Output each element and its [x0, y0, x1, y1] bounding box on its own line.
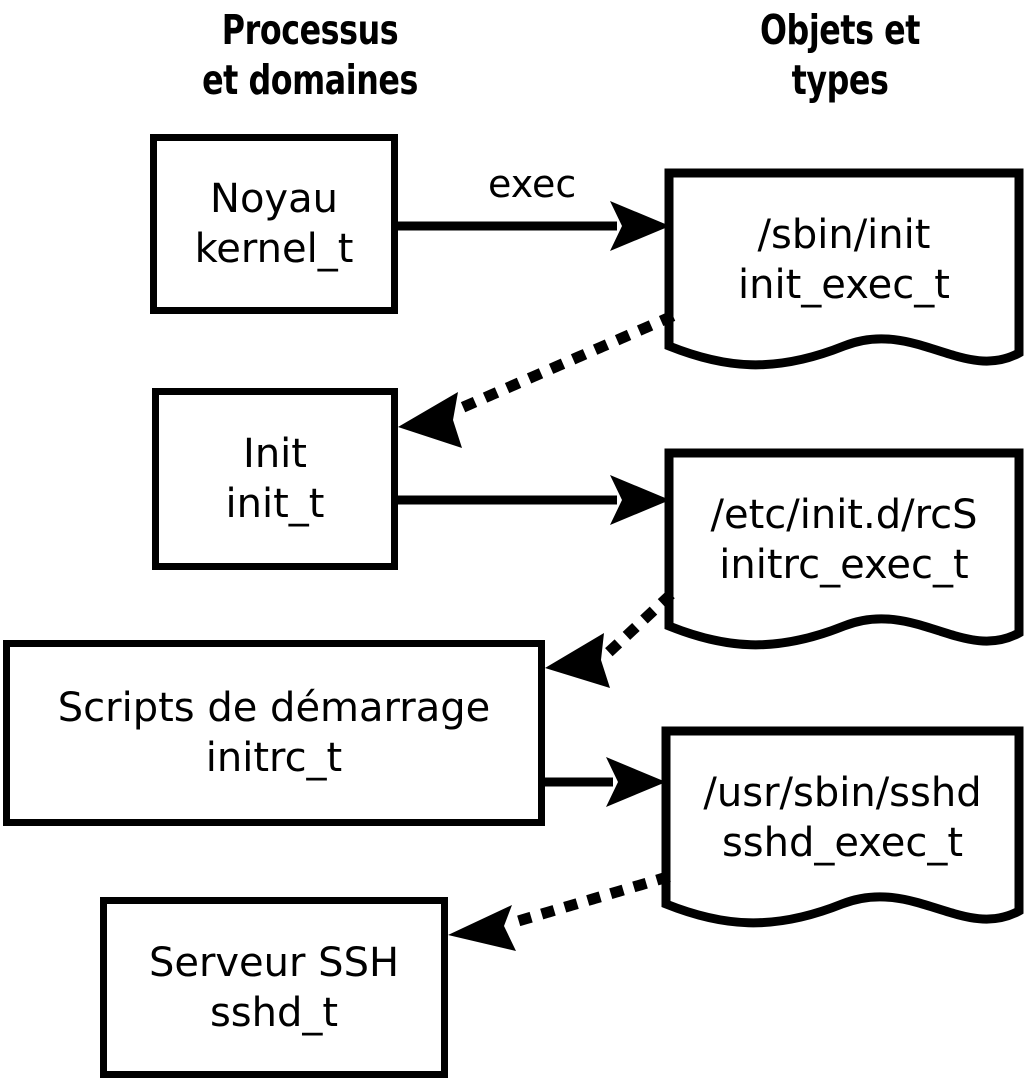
process-box-sshd-type: sshd_t [209, 989, 339, 1036]
process-box-initrc[interactable]: Scripts de démarrage initrc_t [3, 640, 545, 826]
process-box-kernel-type: kernel_t [194, 226, 354, 272]
edge-initrc-to-sshd-exec [545, 757, 666, 807]
column-header-objects: Objets et types [760, 6, 920, 104]
process-box-sshd-title: Serveur SSH [148, 939, 400, 986]
edge-initrc-exec-to-initrc [545, 590, 675, 688]
process-box-initrc-type: initrc_t [205, 735, 343, 781]
process-box-initrc-title: Scripts de démarrage [57, 685, 491, 731]
edge-init-to-initrc-exec [398, 475, 670, 525]
object-doc-sshd-exec[interactable]: /usr/sbin/sshd sshd_exec_t [661, 726, 1024, 941]
process-box-kernel[interactable]: Noyau kernel_t [150, 134, 398, 314]
process-box-kernel-title: Noyau [210, 176, 338, 222]
object-doc-initrc-exec[interactable]: /etc/init.d/rcS initrc_exec_t [664, 448, 1024, 663]
edge-kernel-exec-init-exec [398, 201, 670, 251]
column-header-processes: Processus et domaines [202, 6, 418, 104]
process-box-init[interactable]: Init init_t [152, 388, 398, 570]
edge-sshd-exec-to-sshd [448, 871, 671, 951]
edge-init-exec-to-init [398, 310, 676, 448]
edge-label-exec: exec [488, 162, 577, 206]
process-box-init-type: init_t [225, 481, 325, 527]
object-doc-init-exec[interactable]: /sbin/init init_exec_t [664, 168, 1024, 383]
process-box-sshd[interactable]: Serveur SSH sshd_t [100, 897, 448, 1078]
process-box-init-title: Init [243, 431, 307, 477]
